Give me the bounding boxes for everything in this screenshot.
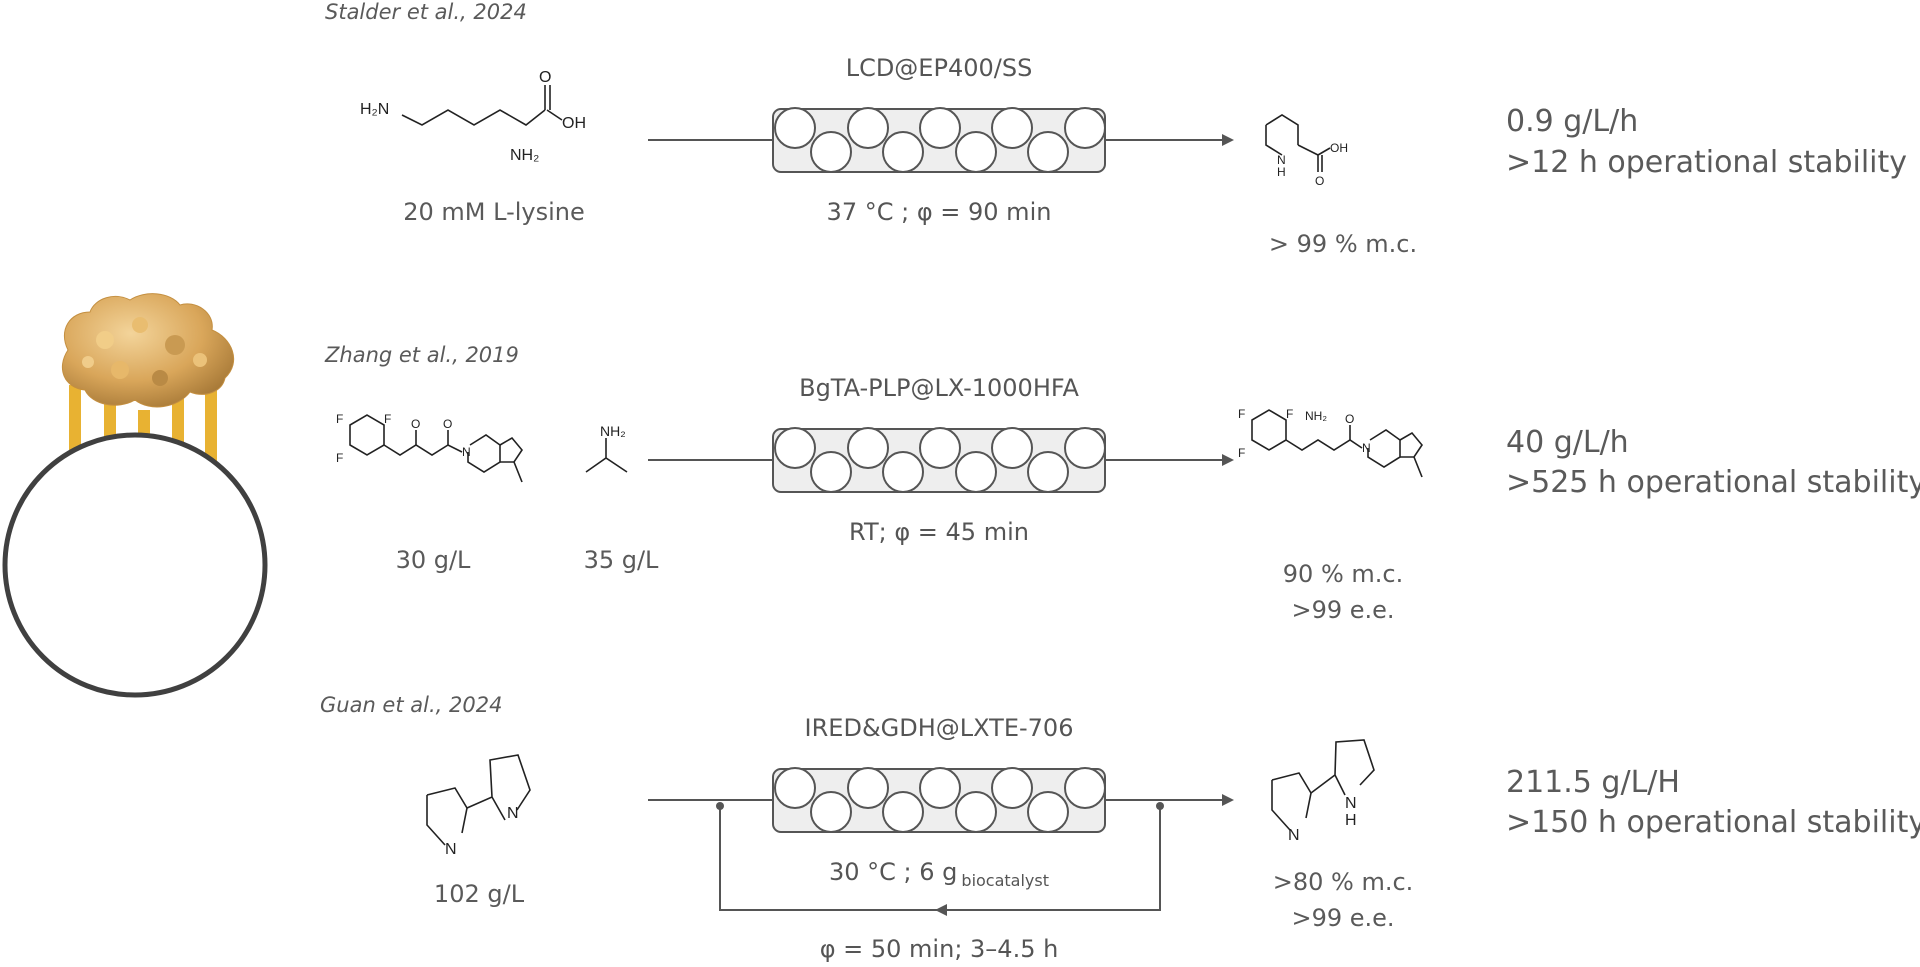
bead-icon bbox=[847, 107, 889, 149]
bead-icon bbox=[847, 427, 889, 469]
bead-icon bbox=[882, 131, 924, 173]
atom-label: NH₂ bbox=[600, 423, 626, 439]
conditions-text: 30 °C ; 6 g bbox=[829, 858, 958, 886]
bead-icon bbox=[882, 791, 924, 833]
atom-label: O bbox=[443, 417, 452, 431]
atom-label: F bbox=[336, 412, 343, 426]
atom-label: F bbox=[1238, 407, 1245, 421]
bead-icon bbox=[882, 451, 924, 493]
ketone-substrate-structure bbox=[349, 414, 523, 483]
atom-label: H₂N bbox=[360, 101, 389, 118]
substrate-amount: 30 g/L bbox=[395, 546, 471, 574]
stability-metric: >525 h operational stability bbox=[1506, 465, 1920, 500]
atom-label: H bbox=[1277, 165, 1286, 179]
atom-label: OH bbox=[562, 115, 586, 132]
bead-icon bbox=[919, 767, 961, 809]
myosmine-structure bbox=[426, 754, 531, 846]
bead-icon bbox=[919, 427, 961, 469]
reference-label: Zhang et al., 2019 bbox=[325, 343, 519, 367]
bead-icon bbox=[1027, 451, 1069, 493]
bead-icon bbox=[1064, 107, 1106, 149]
bead-icon bbox=[1064, 767, 1106, 809]
substrate-amount: 102 g/L bbox=[433, 880, 525, 908]
atom-label: OH bbox=[1330, 141, 1348, 155]
atom-label: N bbox=[507, 805, 519, 822]
atom-label: N bbox=[1288, 827, 1300, 844]
atom-label: O bbox=[539, 69, 551, 86]
bead-icon bbox=[991, 107, 1033, 149]
substrate-amount: 20 mM L-lysine bbox=[403, 198, 585, 226]
atom-label: N bbox=[1277, 153, 1286, 167]
recycle-arrowhead-icon bbox=[935, 904, 947, 916]
bead-icon bbox=[774, 427, 816, 469]
bead-icon bbox=[1064, 427, 1106, 469]
bead-icon bbox=[991, 427, 1033, 469]
nornicotine-structure bbox=[1271, 739, 1375, 831]
atom-label: NH₂ bbox=[510, 147, 539, 164]
atom-label: O bbox=[411, 417, 420, 431]
productivity-metric: 211.5 g/L/H bbox=[1506, 765, 1680, 800]
reference-label: Guan et al., 2024 bbox=[320, 693, 503, 717]
enzyme-protein-icon bbox=[61, 293, 235, 408]
catalyst-label: IRED&GDH@LXTE-706 bbox=[804, 714, 1074, 742]
reference-label: Stalder et al., 2024 bbox=[325, 0, 527, 24]
carrier-bead-icon bbox=[2, 432, 268, 698]
bead-icon bbox=[991, 767, 1033, 809]
recycle-conditions-label: φ = 50 min; 3–4.5 h bbox=[819, 935, 1059, 963]
product-ee: >99 e.e. bbox=[1291, 596, 1395, 624]
bead-icon bbox=[810, 131, 852, 173]
atom-label: N bbox=[1362, 441, 1371, 455]
productivity-metric: 0.9 g/L/h bbox=[1506, 104, 1639, 139]
sitagliptin-structure bbox=[1251, 409, 1423, 478]
atom-label: N bbox=[1345, 795, 1357, 812]
bead-icon bbox=[810, 791, 852, 833]
conditions-subscript: biocatalyst bbox=[961, 871, 1049, 890]
atom-label: NH₂ bbox=[1305, 409, 1327, 423]
stability-metric: >12 h operational stability bbox=[1506, 145, 1908, 180]
atom-label: O bbox=[1315, 174, 1324, 188]
conditions-label: RT; φ = 45 min bbox=[849, 518, 1029, 546]
catalyst-label: BgTA-PLP@LX-1000HFA bbox=[799, 374, 1079, 402]
linker-bar bbox=[69, 385, 81, 465]
bead-icon bbox=[847, 767, 889, 809]
bead-icon bbox=[810, 451, 852, 493]
bead-icon bbox=[955, 791, 997, 833]
bead-icon bbox=[774, 767, 816, 809]
bead-icon bbox=[1027, 791, 1069, 833]
product-yield: > 99 % m.c. bbox=[1268, 230, 1418, 258]
atom-label: F bbox=[1238, 446, 1245, 460]
atom-label: N bbox=[462, 445, 471, 459]
product-ee: >99 e.e. bbox=[1291, 904, 1395, 932]
isopropylamine-structure bbox=[585, 438, 628, 473]
product-yield: >80 % m.c. bbox=[1272, 868, 1414, 896]
catalyst-label: LCD@EP400/SS bbox=[845, 54, 1033, 82]
linker-bar bbox=[205, 385, 217, 470]
atom-label: N bbox=[445, 841, 457, 858]
bead-icon bbox=[1027, 131, 1069, 173]
arrowhead-icon bbox=[1222, 794, 1234, 806]
arrowhead-icon bbox=[1222, 134, 1234, 146]
atom-label: F bbox=[384, 412, 391, 426]
bead-icon bbox=[955, 451, 997, 493]
lysine-structure bbox=[401, 85, 563, 126]
atom-label: O bbox=[1345, 412, 1354, 426]
substrate-amount: 35 g/L bbox=[583, 546, 659, 574]
bead-icon bbox=[919, 107, 961, 149]
stability-metric: >150 h operational stability bbox=[1506, 805, 1920, 840]
pipecolic-acid-structure bbox=[1265, 114, 1331, 172]
product-yield: 90 % m.c. bbox=[1282, 560, 1404, 588]
atom-label: F bbox=[1286, 407, 1293, 421]
bead-icon bbox=[955, 131, 997, 173]
conditions-label: 37 °C ; φ = 90 min bbox=[826, 198, 1052, 226]
immobilized-enzyme-illustration bbox=[2, 293, 268, 698]
arrowhead-icon bbox=[1222, 454, 1234, 466]
productivity-metric: 40 g/L/h bbox=[1506, 425, 1629, 460]
atom-label: H bbox=[1345, 812, 1357, 829]
bead-icon bbox=[774, 107, 816, 149]
atom-label: F bbox=[336, 451, 343, 465]
